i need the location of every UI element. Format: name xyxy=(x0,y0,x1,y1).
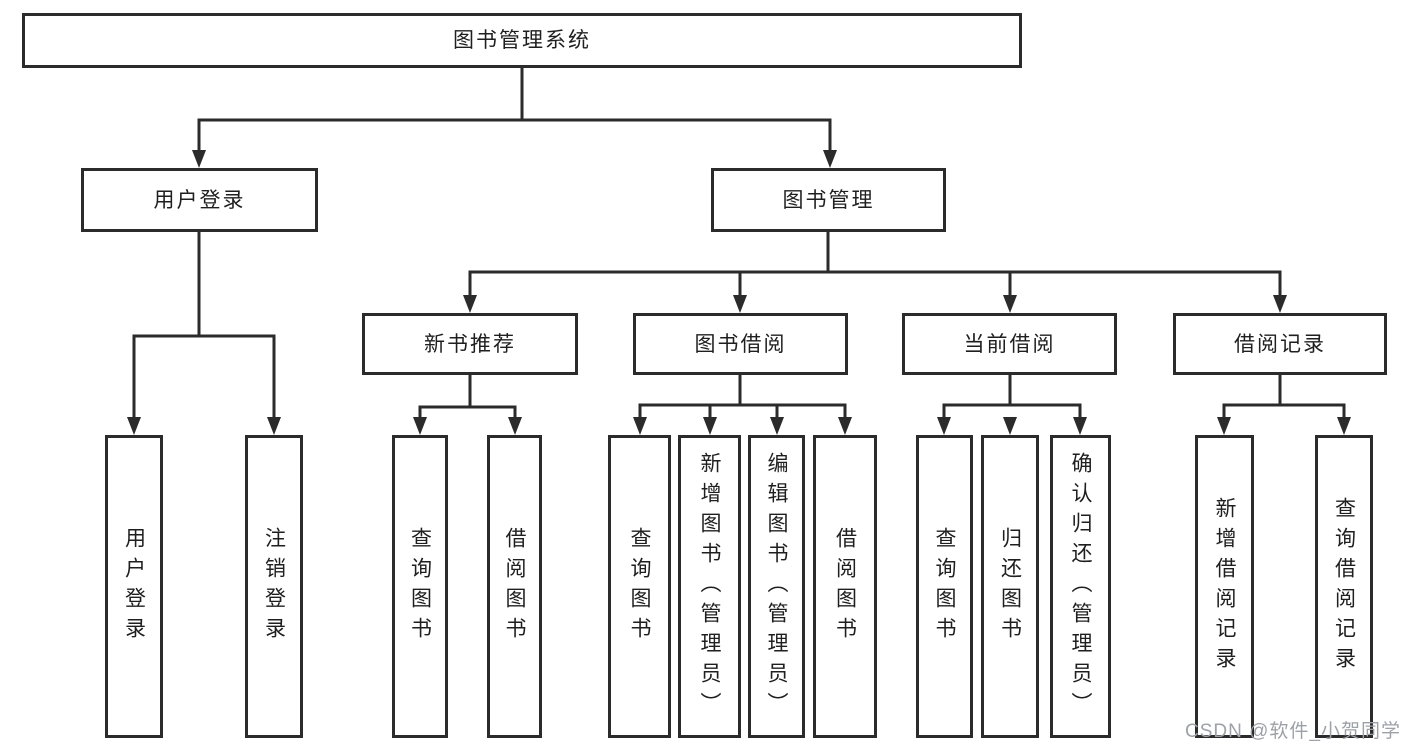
node-label: 新增图书（管理员） xyxy=(698,451,721,722)
node-label: 归还图书 xyxy=(998,526,1022,647)
node-label: 图书借阅 xyxy=(694,332,787,356)
leaf-edit-books-admin: 编辑图书（管理员） xyxy=(748,435,805,738)
node-current-borrowing: 当前借阅 xyxy=(902,313,1117,375)
leaf-return-books: 归还图书 xyxy=(981,435,1039,738)
node-label: 新书推荐 xyxy=(424,332,516,356)
leaf-confirm-return-admin: 确认归还（管理员） xyxy=(1050,435,1111,738)
node-label: 借阅图书 xyxy=(833,526,857,647)
node-label: 图书管理 xyxy=(782,188,875,212)
node-label: 借阅记录 xyxy=(1234,332,1326,356)
node-label: 查询图书 xyxy=(628,526,651,647)
leaf-logout-login: 注销登录 xyxy=(245,435,303,738)
leaf-query-books-current: 查询图书 xyxy=(916,435,973,738)
node-label: 借阅图书 xyxy=(503,526,526,647)
leaf-add-borrow-record: 新增借阅记录 xyxy=(1195,435,1254,738)
arrowhead-icons xyxy=(127,150,1351,435)
node-book-management: 图书管理 xyxy=(711,168,946,232)
node-new-book-recommendation: 新书推荐 xyxy=(362,313,578,375)
leaf-borrow-books-recommend: 借阅图书 xyxy=(487,435,542,738)
node-borrowing-records: 借阅记录 xyxy=(1173,313,1387,375)
node-label: 编辑图书（管理员） xyxy=(765,451,788,722)
node-label: 用户登录 xyxy=(122,526,146,647)
node-label: 图书管理系统 xyxy=(453,29,591,52)
leaf-query-borrow-record: 查询借阅记录 xyxy=(1315,435,1373,738)
node-root-library-system: 图书管理系统 xyxy=(22,13,1022,68)
node-label: 当前借阅 xyxy=(963,332,1056,356)
leaf-user-login: 用户登录 xyxy=(105,435,163,738)
csdn-watermark: CSDN @软件_小贺同学 xyxy=(1185,721,1401,742)
node-label: 新增借阅记录 xyxy=(1213,496,1236,677)
node-user-login: 用户登录 xyxy=(81,168,318,232)
leaf-query-books-recommend: 查询图书 xyxy=(392,435,448,738)
node-label: 用户登录 xyxy=(153,188,246,212)
leaf-query-books-borrowing: 查询图书 xyxy=(608,435,671,738)
node-label: 查询借阅记录 xyxy=(1332,496,1356,677)
leaf-borrow-books-borrowing: 借阅图书 xyxy=(813,435,877,738)
node-label: 查询图书 xyxy=(408,526,432,647)
node-label: 注销登录 xyxy=(262,526,286,647)
node-label: 确认归还（管理员） xyxy=(1069,451,1092,722)
node-book-borrowing: 图书借阅 xyxy=(633,313,848,375)
leaf-add-books-admin: 新增图书（管理员） xyxy=(678,435,741,738)
node-label: 查询图书 xyxy=(933,526,956,647)
